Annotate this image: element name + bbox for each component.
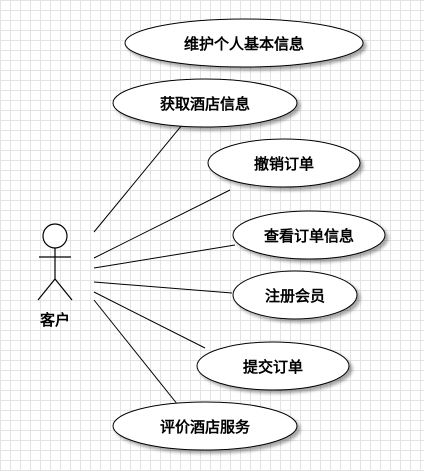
use-case-cancel-order[interactable]: 撤销订单	[207, 138, 361, 188]
actor-label: 客户	[39, 311, 70, 329]
use-case-submit-order[interactable]: 提交订单	[196, 341, 350, 391]
actor-right-leg	[54, 278, 73, 301]
use-case-ellipse	[124, 18, 364, 68]
associations	[93, 124, 236, 406]
actor-left-leg	[37, 278, 56, 301]
association-line-cancel-order	[93, 189, 231, 259]
actor-customer[interactable]	[37, 223, 73, 301]
use-case-ellipse	[232, 210, 386, 260]
association-line-register-member	[93, 281, 233, 294]
use-case-ellipse	[112, 78, 298, 128]
association-line-get-hotel-info	[93, 124, 183, 233]
use-case-view-order-info[interactable]: 查看订单信息	[232, 210, 386, 260]
use-case-ellipse	[232, 270, 358, 320]
use-case-label: 获取酒店信息	[160, 95, 250, 113]
use-case-label: 撤销订单	[254, 155, 314, 173]
association-line-submit-order	[93, 291, 206, 349]
use-case-ellipse	[112, 401, 298, 451]
use-case-ellipse	[207, 138, 361, 188]
actor-head	[42, 223, 68, 249]
use-case-review-hotel-service[interactable]: 评价酒店服务	[112, 401, 298, 451]
use-case-register-member[interactable]: 注册会员	[232, 270, 358, 320]
use-case-label: 评价酒店服务	[160, 418, 251, 436]
use-case-label: 注册会员	[265, 287, 325, 305]
use-case-ellipse	[196, 341, 350, 391]
association-line-view-order-info	[93, 244, 236, 269]
use-case-label: 维护个人基本信息	[184, 35, 304, 53]
use-case-label: 提交订单	[243, 358, 303, 376]
use-case-maintain-basic-info[interactable]: 维护个人基本信息	[124, 18, 364, 68]
use-case-label: 查看订单信息	[264, 227, 354, 245]
use-case-get-hotel-info[interactable]: 获取酒店信息	[112, 78, 298, 128]
association-line-review-hotel	[93, 299, 179, 406]
